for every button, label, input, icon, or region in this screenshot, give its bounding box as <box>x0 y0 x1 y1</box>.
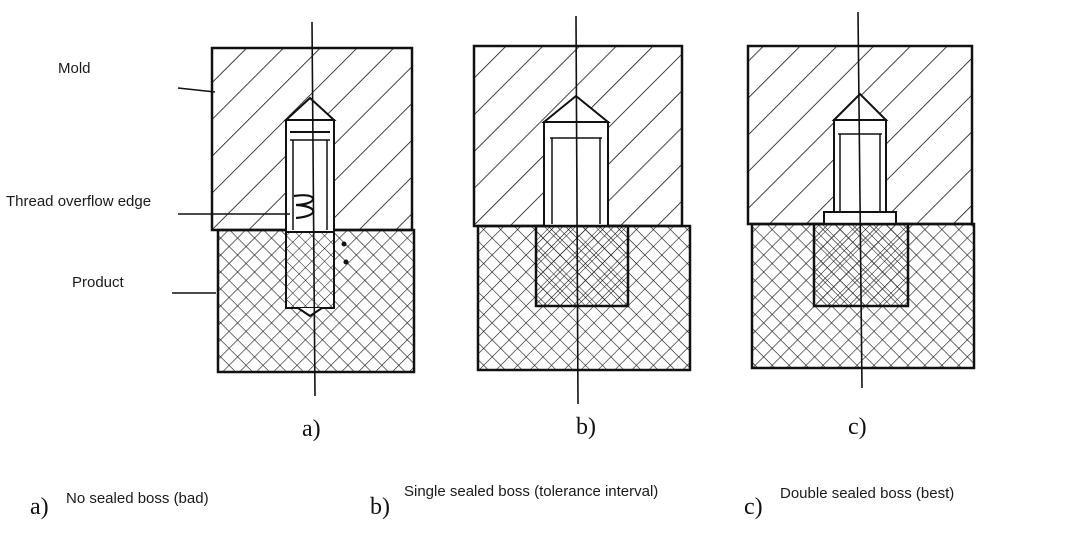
center-axis-c <box>857 11 863 389</box>
caption-a: a) <box>302 416 321 442</box>
label-thread-overflow-edge: Thread overflow edge <box>6 193 152 210</box>
label-mold: Mold <box>58 60 91 77</box>
legend-letter-a: a) <box>30 494 49 520</box>
figure-b <box>472 15 692 405</box>
legend-letter-c: c) <box>744 494 763 520</box>
figure-c <box>746 11 976 389</box>
center-axis-b <box>575 15 579 405</box>
legend-description-a: No sealed boss (bad) <box>66 490 209 507</box>
caption-b: b) <box>576 414 596 440</box>
leader-mold <box>177 87 216 93</box>
legend-letter-b: b) <box>370 494 390 520</box>
label-product: Product <box>72 274 124 291</box>
caption-c: c) <box>848 414 867 440</box>
legend-description-c: Double sealed boss (best) <box>780 485 955 502</box>
figure-a <box>172 21 416 397</box>
legend-description-b: Single sealed boss (tolerance interval) <box>404 483 659 500</box>
center-axis-a <box>311 21 316 397</box>
